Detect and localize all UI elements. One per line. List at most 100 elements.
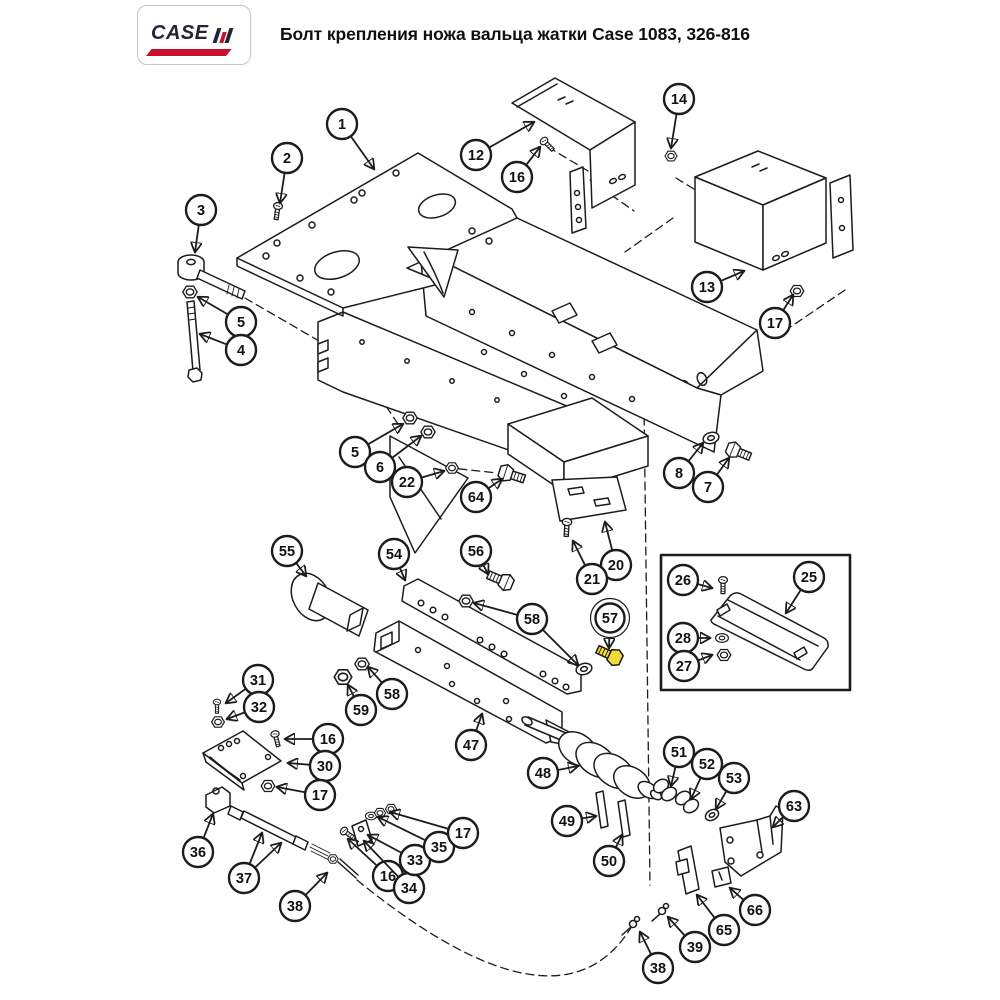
svg-text:48: 48 bbox=[535, 766, 551, 782]
svg-text:51: 51 bbox=[671, 745, 687, 761]
part-39-fitting bbox=[651, 902, 670, 922]
svg-text:50: 50 bbox=[601, 854, 617, 870]
svg-text:5: 5 bbox=[351, 445, 359, 461]
svg-text:1: 1 bbox=[338, 117, 346, 133]
callout-13: 13 bbox=[690, 271, 744, 304]
part-25-plate bbox=[710, 592, 829, 672]
callout-30: 30 bbox=[288, 749, 342, 783]
callout-63: 63 bbox=[773, 789, 811, 827]
left-fasteners bbox=[177, 135, 805, 488]
middle-arm-parts bbox=[290, 566, 624, 749]
svg-text:34: 34 bbox=[401, 881, 417, 897]
callout-35: 35 bbox=[378, 817, 456, 864]
svg-text:20: 20 bbox=[608, 558, 624, 574]
callout-21: 21 bbox=[573, 541, 609, 596]
part-4-bolt bbox=[186, 300, 203, 383]
part-33-clip bbox=[351, 819, 373, 847]
part-66-clip bbox=[711, 866, 732, 888]
part-13-bracket bbox=[694, 150, 854, 271]
svg-text:14: 14 bbox=[671, 92, 687, 108]
svg-text:17: 17 bbox=[455, 826, 471, 842]
callout-55: 55 bbox=[270, 534, 306, 576]
svg-text:63: 63 bbox=[786, 799, 802, 815]
part-58-nut-a bbox=[458, 594, 474, 608]
svg-text:32: 32 bbox=[251, 700, 267, 716]
frame-gusset bbox=[407, 246, 459, 298]
part-54-bar bbox=[401, 578, 582, 695]
part-51-bushing bbox=[652, 778, 678, 802]
callout-52: 52 bbox=[691, 747, 724, 799]
part-63-bracket bbox=[719, 805, 784, 877]
callout-38: 38 bbox=[640, 932, 675, 985]
svg-text:7: 7 bbox=[704, 480, 712, 496]
callout-5: 5 bbox=[198, 297, 258, 339]
part-65-plate bbox=[675, 845, 700, 895]
callout-3: 3 bbox=[184, 193, 218, 252]
svg-text:16: 16 bbox=[320, 732, 336, 748]
callout-33: 33 bbox=[368, 835, 432, 877]
part-64-bolt bbox=[496, 462, 528, 488]
svg-text:13: 13 bbox=[699, 280, 715, 296]
callout-6: 6 bbox=[363, 436, 421, 484]
part-31-screw bbox=[212, 698, 222, 714]
part-20-plate bbox=[551, 476, 627, 538]
svg-text:47: 47 bbox=[463, 738, 479, 754]
callout-38: 38 bbox=[278, 873, 327, 923]
callout-28: 28 bbox=[666, 621, 710, 655]
callout-58: 58 bbox=[474, 603, 578, 665]
svg-text:66: 66 bbox=[747, 903, 763, 919]
part-57-bolt-highlighted bbox=[595, 644, 624, 667]
callout-36: 36 bbox=[181, 814, 213, 869]
part-35-nut bbox=[373, 807, 387, 819]
svg-text:33: 33 bbox=[407, 853, 423, 869]
callout-48: 48 bbox=[526, 756, 578, 790]
callout-27: 27 bbox=[667, 649, 712, 683]
part-37-linkage bbox=[227, 805, 359, 879]
callout-39: 39 bbox=[668, 917, 712, 964]
svg-text:39: 39 bbox=[687, 940, 703, 956]
callout-26: 26 bbox=[666, 563, 712, 597]
part-2-screw bbox=[271, 201, 284, 221]
callout-66: 66 bbox=[730, 888, 772, 927]
part-49-pin bbox=[595, 790, 609, 829]
svg-text:3: 3 bbox=[197, 203, 205, 219]
callout-22: 22 bbox=[390, 465, 444, 499]
callout-5: 5 bbox=[338, 424, 403, 469]
frame-assembly bbox=[317, 217, 764, 554]
svg-text:59: 59 bbox=[353, 703, 369, 719]
callout-53: 53 bbox=[716, 761, 751, 809]
callout-54: 54 bbox=[377, 537, 411, 580]
part-21-screw bbox=[560, 517, 573, 538]
part-6-nut bbox=[420, 425, 436, 439]
callout-59: 59 bbox=[344, 685, 378, 727]
part-16-screw-b bbox=[269, 729, 283, 749]
callout-1: 1 bbox=[325, 107, 374, 169]
part-7-bolt bbox=[723, 439, 754, 465]
lower-left-parts bbox=[202, 698, 398, 879]
callout-49: 49 bbox=[550, 804, 596, 838]
lower-right-parts bbox=[521, 716, 784, 936]
part-26-screw bbox=[717, 575, 729, 595]
svg-text:49: 49 bbox=[559, 814, 575, 830]
page-title: Болт крепления ножа вальца жатки Case 10… bbox=[280, 24, 750, 44]
svg-text:58: 58 bbox=[384, 687, 400, 703]
svg-text:22: 22 bbox=[399, 475, 415, 491]
part-48-roller bbox=[521, 716, 663, 801]
callout-17: 17 bbox=[390, 812, 480, 850]
callout-7: 7 bbox=[691, 458, 729, 504]
svg-text:58: 58 bbox=[524, 612, 540, 628]
inset-detail-box bbox=[659, 553, 852, 692]
svg-text:28: 28 bbox=[675, 631, 691, 647]
svg-text:27: 27 bbox=[676, 659, 692, 675]
logo-text: CASE bbox=[151, 22, 209, 44]
svg-text:8: 8 bbox=[675, 466, 683, 482]
callout-56: 56 bbox=[459, 534, 493, 574]
part-16-screw bbox=[538, 135, 557, 154]
part-3-eyebolt bbox=[177, 254, 246, 300]
svg-text:21: 21 bbox=[584, 572, 600, 588]
callout-57-highlighted: 57 bbox=[589, 597, 631, 649]
part-59-nut bbox=[333, 669, 353, 685]
svg-text:37: 37 bbox=[236, 871, 252, 887]
callout-32: 32 bbox=[227, 690, 276, 724]
callout-58: 58 bbox=[368, 667, 409, 711]
